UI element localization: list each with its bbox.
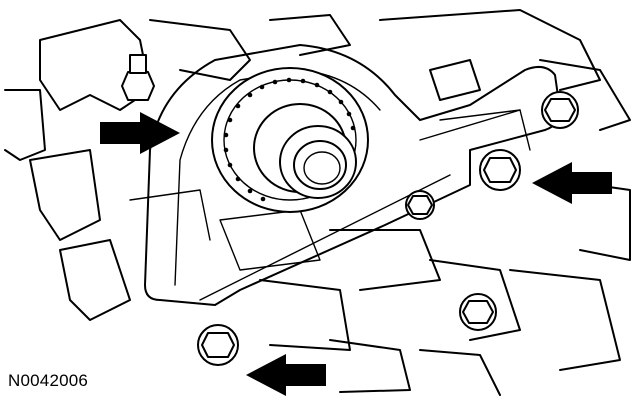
crankshaft-front-seal bbox=[211, 67, 369, 213]
bolt-center bbox=[405, 190, 435, 220]
callout-arrow-lower-bolt bbox=[246, 354, 326, 396]
bolt-top-left bbox=[121, 54, 155, 101]
seal-cover-bolt-right bbox=[479, 149, 521, 191]
callout-arrow-right-bolt bbox=[532, 162, 612, 204]
bolt-upper-right bbox=[541, 91, 579, 129]
seal-cover-bolt-lower-left bbox=[197, 324, 239, 366]
seal-dot-ring bbox=[223, 77, 356, 202]
callout-arrow-seal bbox=[100, 112, 180, 154]
figure-id-label: N0042006 bbox=[8, 371, 89, 390]
bolt-lower-right bbox=[459, 293, 497, 331]
